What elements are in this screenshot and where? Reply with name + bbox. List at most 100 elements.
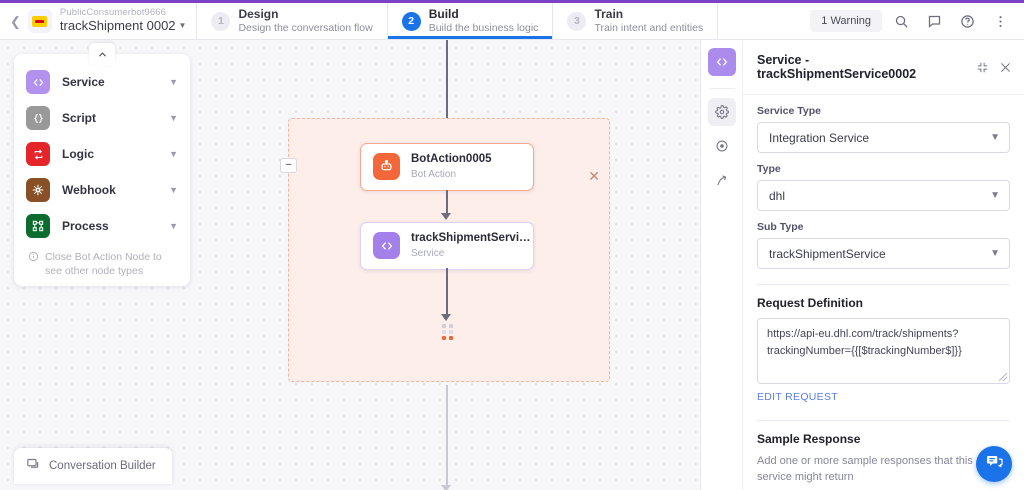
palette-item-logic[interactable]: Logic ▼ bbox=[14, 136, 190, 172]
close-icon[interactable] bbox=[999, 61, 1012, 74]
bot-title-label: trackShipment 0002 bbox=[60, 18, 176, 33]
palette-item-webhook[interactable]: Webhook ▼ bbox=[14, 172, 190, 208]
collapse-icon[interactable] bbox=[976, 61, 989, 74]
chevron-down-icon[interactable]: ▼ bbox=[169, 77, 178, 87]
node-title: trackShipmentServi… bbox=[411, 232, 521, 246]
tab-design[interactable]: 1 Design Design the conversation flow bbox=[197, 3, 387, 39]
warning-badge[interactable]: 1 Warning bbox=[810, 10, 882, 32]
tab-build[interactable]: 2 Build Build the business logic bbox=[388, 3, 554, 39]
panel-header: Service - trackShipmentService0002 bbox=[743, 40, 1024, 95]
type-value: dhl bbox=[769, 189, 990, 203]
process-icon bbox=[26, 214, 50, 238]
step-title: Design bbox=[238, 7, 372, 21]
chevron-down-icon: ▼ bbox=[990, 132, 1000, 143]
logic-icon bbox=[26, 142, 50, 166]
stepper: 1 Design Design the conversation flow 2 … bbox=[197, 3, 718, 39]
node-service[interactable]: trackShipmentServi… Service bbox=[360, 222, 534, 270]
webhook-icon bbox=[26, 178, 50, 202]
group-close-icon[interactable]: ✕ bbox=[588, 169, 600, 183]
comment-icon[interactable] bbox=[920, 7, 948, 35]
node-subtitle: Bot Action bbox=[411, 169, 492, 181]
chat-icon bbox=[985, 452, 1004, 476]
palette-item-script[interactable]: Script ▼ bbox=[14, 100, 190, 136]
service-type-label: Service Type bbox=[757, 105, 1010, 117]
chevron-down-icon[interactable]: ▼ bbox=[169, 185, 178, 195]
service-properties-panel: Service - trackShipmentService0002 Servi… bbox=[700, 40, 1024, 490]
bot-logo bbox=[28, 9, 52, 33]
bot-org-label: PublicConsumerbot9666 bbox=[60, 8, 187, 19]
palette-item-label: Script bbox=[62, 111, 169, 125]
step-number: 2 bbox=[402, 12, 421, 31]
gear-icon[interactable] bbox=[708, 98, 736, 126]
conversation-builder-label: Conversation Builder bbox=[49, 460, 156, 472]
edit-request-link[interactable]: EDIT REQUEST bbox=[757, 391, 838, 403]
palette-note-text: Close Bot Action Node to see other node … bbox=[45, 250, 176, 278]
target-icon[interactable] bbox=[708, 132, 736, 160]
code-icon[interactable] bbox=[708, 48, 736, 76]
edge-service-next bbox=[446, 268, 448, 316]
bot-icon bbox=[373, 153, 400, 180]
palette-item-label: Process bbox=[62, 219, 169, 233]
type-label: Type bbox=[757, 163, 1010, 175]
connect-icon[interactable] bbox=[708, 166, 736, 194]
type-select[interactable]: dhl ▼ bbox=[757, 180, 1010, 211]
step-title: Train bbox=[594, 7, 703, 21]
sub-type-select[interactable]: trackShipmentService ▼ bbox=[757, 238, 1010, 269]
step-number: 3 bbox=[567, 12, 586, 31]
connector-dots-marker bbox=[441, 324, 454, 342]
node-palette: Service ▼ Script ▼ Logic ▼ bbox=[14, 54, 190, 286]
edge-arrow bbox=[441, 213, 451, 220]
request-definition-title: Request Definition bbox=[757, 296, 1010, 310]
code-icon bbox=[373, 232, 400, 259]
help-icon[interactable] bbox=[953, 7, 981, 35]
step-title: Build bbox=[429, 7, 539, 21]
bot-identity: ❮ PublicConsumerbot9666 trackShipment 00… bbox=[0, 3, 197, 39]
rail-divider bbox=[709, 88, 735, 89]
step-desc: Build the business logic bbox=[429, 22, 539, 35]
request-definition-textarea[interactable]: https://api-eu.dhl.com/track/shipments?t… bbox=[757, 318, 1010, 384]
flow-canvas[interactable]: − ✕ BotAction0005 Bot Action trackShipme… bbox=[0, 40, 700, 490]
chat-fab-button[interactable] bbox=[976, 446, 1012, 482]
chevron-down-icon[interactable]: ▼ bbox=[169, 113, 178, 123]
palette-collapse-chevron-up-icon[interactable] bbox=[89, 43, 115, 65]
palette-item-label: Service bbox=[62, 75, 169, 89]
palette-item-label: Webhook bbox=[62, 183, 169, 197]
back-chevron-icon[interactable]: ❮ bbox=[6, 15, 28, 28]
code-icon bbox=[26, 70, 50, 94]
node-subtitle: Service bbox=[411, 248, 521, 260]
bot-names: PublicConsumerbot9666 trackShipment 0002… bbox=[60, 8, 187, 35]
more-vertical-icon[interactable] bbox=[986, 7, 1014, 35]
service-type-select[interactable]: Integration Service ▼ bbox=[757, 122, 1010, 153]
chevron-down-icon[interactable]: ▼ bbox=[169, 221, 178, 231]
service-type-value: Integration Service bbox=[769, 131, 990, 145]
conversation-icon bbox=[26, 457, 41, 475]
info-icon bbox=[28, 251, 39, 278]
panel-content: Service Type Integration Service ▼ Type … bbox=[743, 95, 1024, 490]
bot-title-dropdown[interactable]: trackShipment 0002▼ bbox=[60, 19, 187, 34]
chevron-down-icon: ▼ bbox=[990, 190, 1000, 201]
step-desc: Design the conversation flow bbox=[238, 22, 372, 35]
chevron-down-icon[interactable]: ▼ bbox=[169, 149, 178, 159]
node-bot-action[interactable]: BotAction0005 Bot Action bbox=[360, 143, 534, 191]
resize-grip-icon[interactable] bbox=[999, 373, 1007, 381]
edge-arrow-faint bbox=[441, 485, 451, 490]
sample-response-description: Add one or more sample responses that th… bbox=[757, 454, 1010, 486]
palette-item-process[interactable]: Process ▼ bbox=[14, 208, 190, 244]
tab-train[interactable]: 3 Train Train intent and entities bbox=[553, 3, 718, 39]
search-icon[interactable] bbox=[887, 7, 915, 35]
chevron-down-icon: ▼ bbox=[990, 248, 1000, 259]
braces-icon bbox=[26, 106, 50, 130]
edge-to-message bbox=[446, 385, 448, 487]
panel-body: Service - trackShipmentService0002 Servi… bbox=[743, 40, 1024, 490]
sample-response-title: Sample Response bbox=[757, 432, 1010, 446]
conversation-builder-button[interactable]: Conversation Builder bbox=[14, 448, 172, 484]
step-number: 1 bbox=[211, 12, 230, 31]
palette-item-service[interactable]: Service ▼ bbox=[14, 64, 190, 100]
edge-botaction-service bbox=[446, 190, 448, 215]
top-bar: ❮ PublicConsumerbot9666 trackShipment 00… bbox=[0, 0, 1024, 40]
panel-icon-rail bbox=[701, 40, 743, 490]
edge-arrow bbox=[441, 314, 451, 321]
palette-note: Close Bot Action Node to see other node … bbox=[14, 244, 190, 278]
group-collapse-button[interactable]: − bbox=[280, 158, 297, 173]
